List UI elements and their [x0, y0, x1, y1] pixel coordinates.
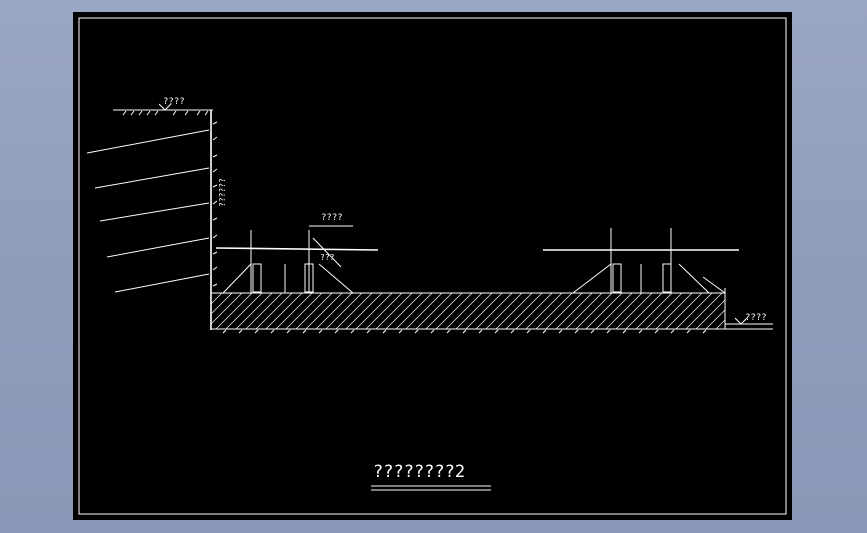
floor-level-label: ????: [745, 313, 767, 323]
ground-level-marker: ????: [113, 97, 213, 116]
ground-level-label: ????: [163, 97, 185, 107]
drawing-frame: [78, 17, 787, 515]
cad-drawing: ???? ??????: [78, 17, 787, 515]
left-formwork: ???? ???: [215, 213, 379, 294]
drawing-title: ????????2: [373, 462, 465, 482]
soil-anchors: [86, 129, 210, 293]
drawing-title-block: ????????2: [371, 462, 491, 491]
drawing-sheet: ???? ??????: [73, 12, 792, 520]
floor-level-marker: ????: [724, 288, 773, 325]
base-slab: [210, 276, 773, 334]
formwork-top-note: ????: [321, 213, 343, 223]
formwork-small-note: ???: [320, 253, 335, 262]
right-formwork: [543, 228, 739, 294]
wall-vertical-note: ??????: [218, 178, 227, 207]
